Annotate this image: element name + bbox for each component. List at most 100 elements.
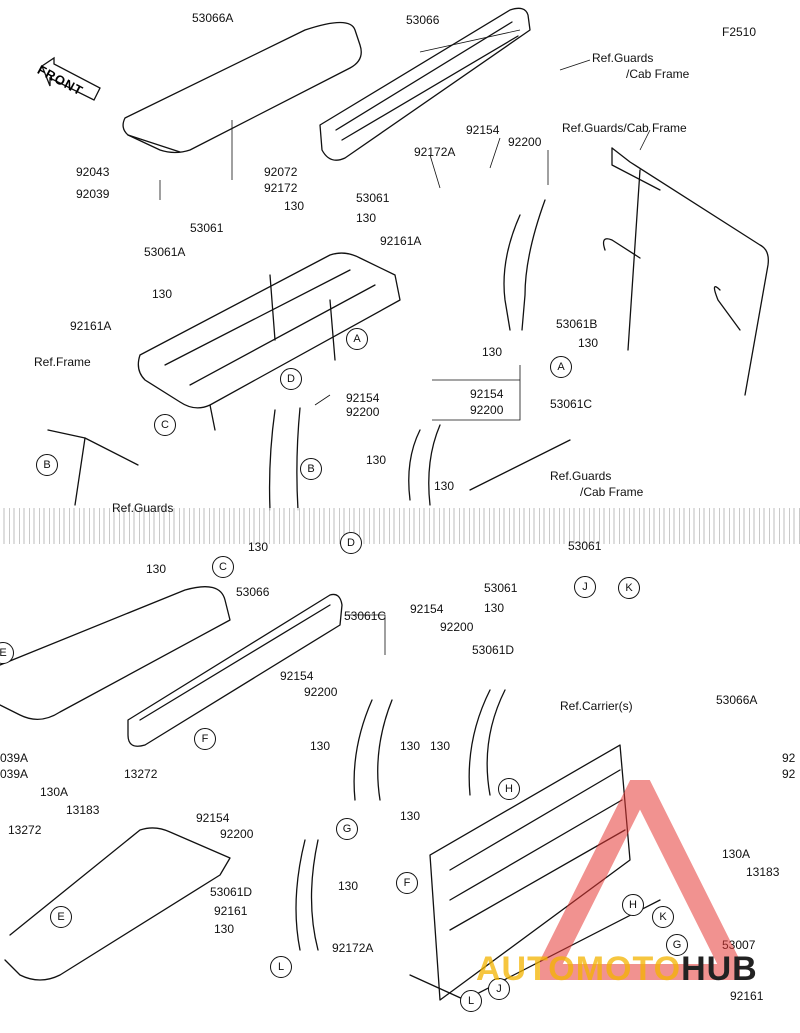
part-label: 53061D [472,643,515,657]
part-label: 130 [430,739,451,753]
part-label: 039A [0,751,29,765]
part-label: 13183 [746,865,780,879]
part-label: 130 [482,345,503,359]
part-label: 53061A [144,245,186,259]
part-label: 53061C [344,609,387,623]
callout-h: H [498,778,520,800]
part-label: 92172A [332,941,374,955]
part-label: 92200 [346,405,380,419]
part-label: 130 [434,479,455,493]
part-label: 92172A [414,145,456,159]
carrier-frame [409,744,661,1001]
callout-l: L [270,956,292,978]
callout-j: J [488,978,510,1000]
part-label: 92 [782,751,796,765]
callout-a: A [550,356,572,378]
callout-c: C [154,414,176,436]
part-label: 130 [484,601,505,615]
part-label: 53061C [550,397,593,411]
part-label: 92072 [264,165,298,179]
part-label: 53061 [568,539,602,553]
part-label: 130 [214,922,235,936]
part-label: 92043 [76,165,110,179]
part-label: 92161 [730,989,764,1003]
callout-d: D [280,368,302,390]
figure-code: F2510 [722,25,757,39]
part-label: 130 [578,336,599,350]
part-label: 92 [782,767,796,781]
part-label: 53061D [210,885,253,899]
part-label: 130 [152,287,173,301]
ref-label: /Cab Frame [580,485,644,499]
part-label: 13272 [8,823,42,837]
callout-j: J [574,576,596,598]
part-label: 92161A [70,319,112,333]
callout-b: B [36,454,58,476]
ref-label: Ref.Guards/Cab Frame [562,121,687,135]
part-label: 92200 [470,403,504,417]
part-label: 130 [248,540,269,554]
part-label: 92154 [470,387,504,401]
part-label: 53061 [190,221,224,235]
part-label: 53066 [236,585,270,599]
callout-k: K [618,577,640,599]
part-label: 92200 [220,827,254,841]
part-label: 92200 [440,620,474,634]
seat-back-bottom [127,593,343,747]
part-label: 92154 [466,123,500,137]
callout-a: A [346,328,368,350]
callout-g: G [336,818,358,840]
callout-f: F [396,872,418,894]
part-label: 92161A [380,234,422,248]
part-label: 92154 [280,669,314,683]
seat-frame-top [137,252,401,431]
callout-l: L [460,990,482,1012]
callout-k: K [652,906,674,928]
part-label: 53061 [484,581,518,595]
part-label: 92154 [346,391,380,405]
part-label: 53061 [356,191,390,205]
part-label: 92039 [76,187,110,201]
callout-g: G [666,934,688,956]
part-label: 13183 [66,803,100,817]
seat-back-top [319,7,531,161]
part-label: 130 [400,739,421,753]
part-label: 130A [40,785,69,799]
part-label: 92161 [214,904,248,918]
part-label: 92172 [264,181,298,195]
part-label: 13272 [124,767,158,781]
scan-seam [0,508,800,544]
watermark-part1: AUTOMOTO [476,950,682,988]
ref-label: Ref.Guards [592,51,654,65]
ref-label: Ref.Guards [550,469,612,483]
part-label: 92154 [410,602,444,616]
part-label: 53066A [192,11,234,25]
callout-e: E [50,906,72,928]
callout-h: H [622,894,644,916]
part-label: 53066A [716,693,758,707]
seat-belt-top-left [268,407,301,511]
part-label: 92200 [508,135,542,149]
part-label: 130 [400,809,421,823]
part-label: 53061B [556,317,598,331]
part-label: 130 [284,199,305,213]
callout-f: F [194,728,216,750]
leader-lines [159,29,651,655]
ref-label: Ref.Frame [34,355,91,369]
part-label: 53066 [406,13,440,27]
seat-cushion-top [122,21,362,154]
part-label: 92154 [196,811,230,825]
part-label: 130 [146,562,167,576]
part-label: 130 [338,879,359,893]
cab-frame-top [602,147,769,396]
part-label: 130 [366,453,387,467]
watermark-logo-icon [540,780,740,980]
part-label: 039A [0,767,29,781]
seat-belts-bottom [295,689,506,951]
floor-frame-bottom [4,827,231,981]
watermark-part2: HUB [681,950,758,988]
ref-label: Ref.Guards [112,501,174,515]
front-arrow-icon [41,56,101,101]
part-label: 130A [722,847,751,861]
